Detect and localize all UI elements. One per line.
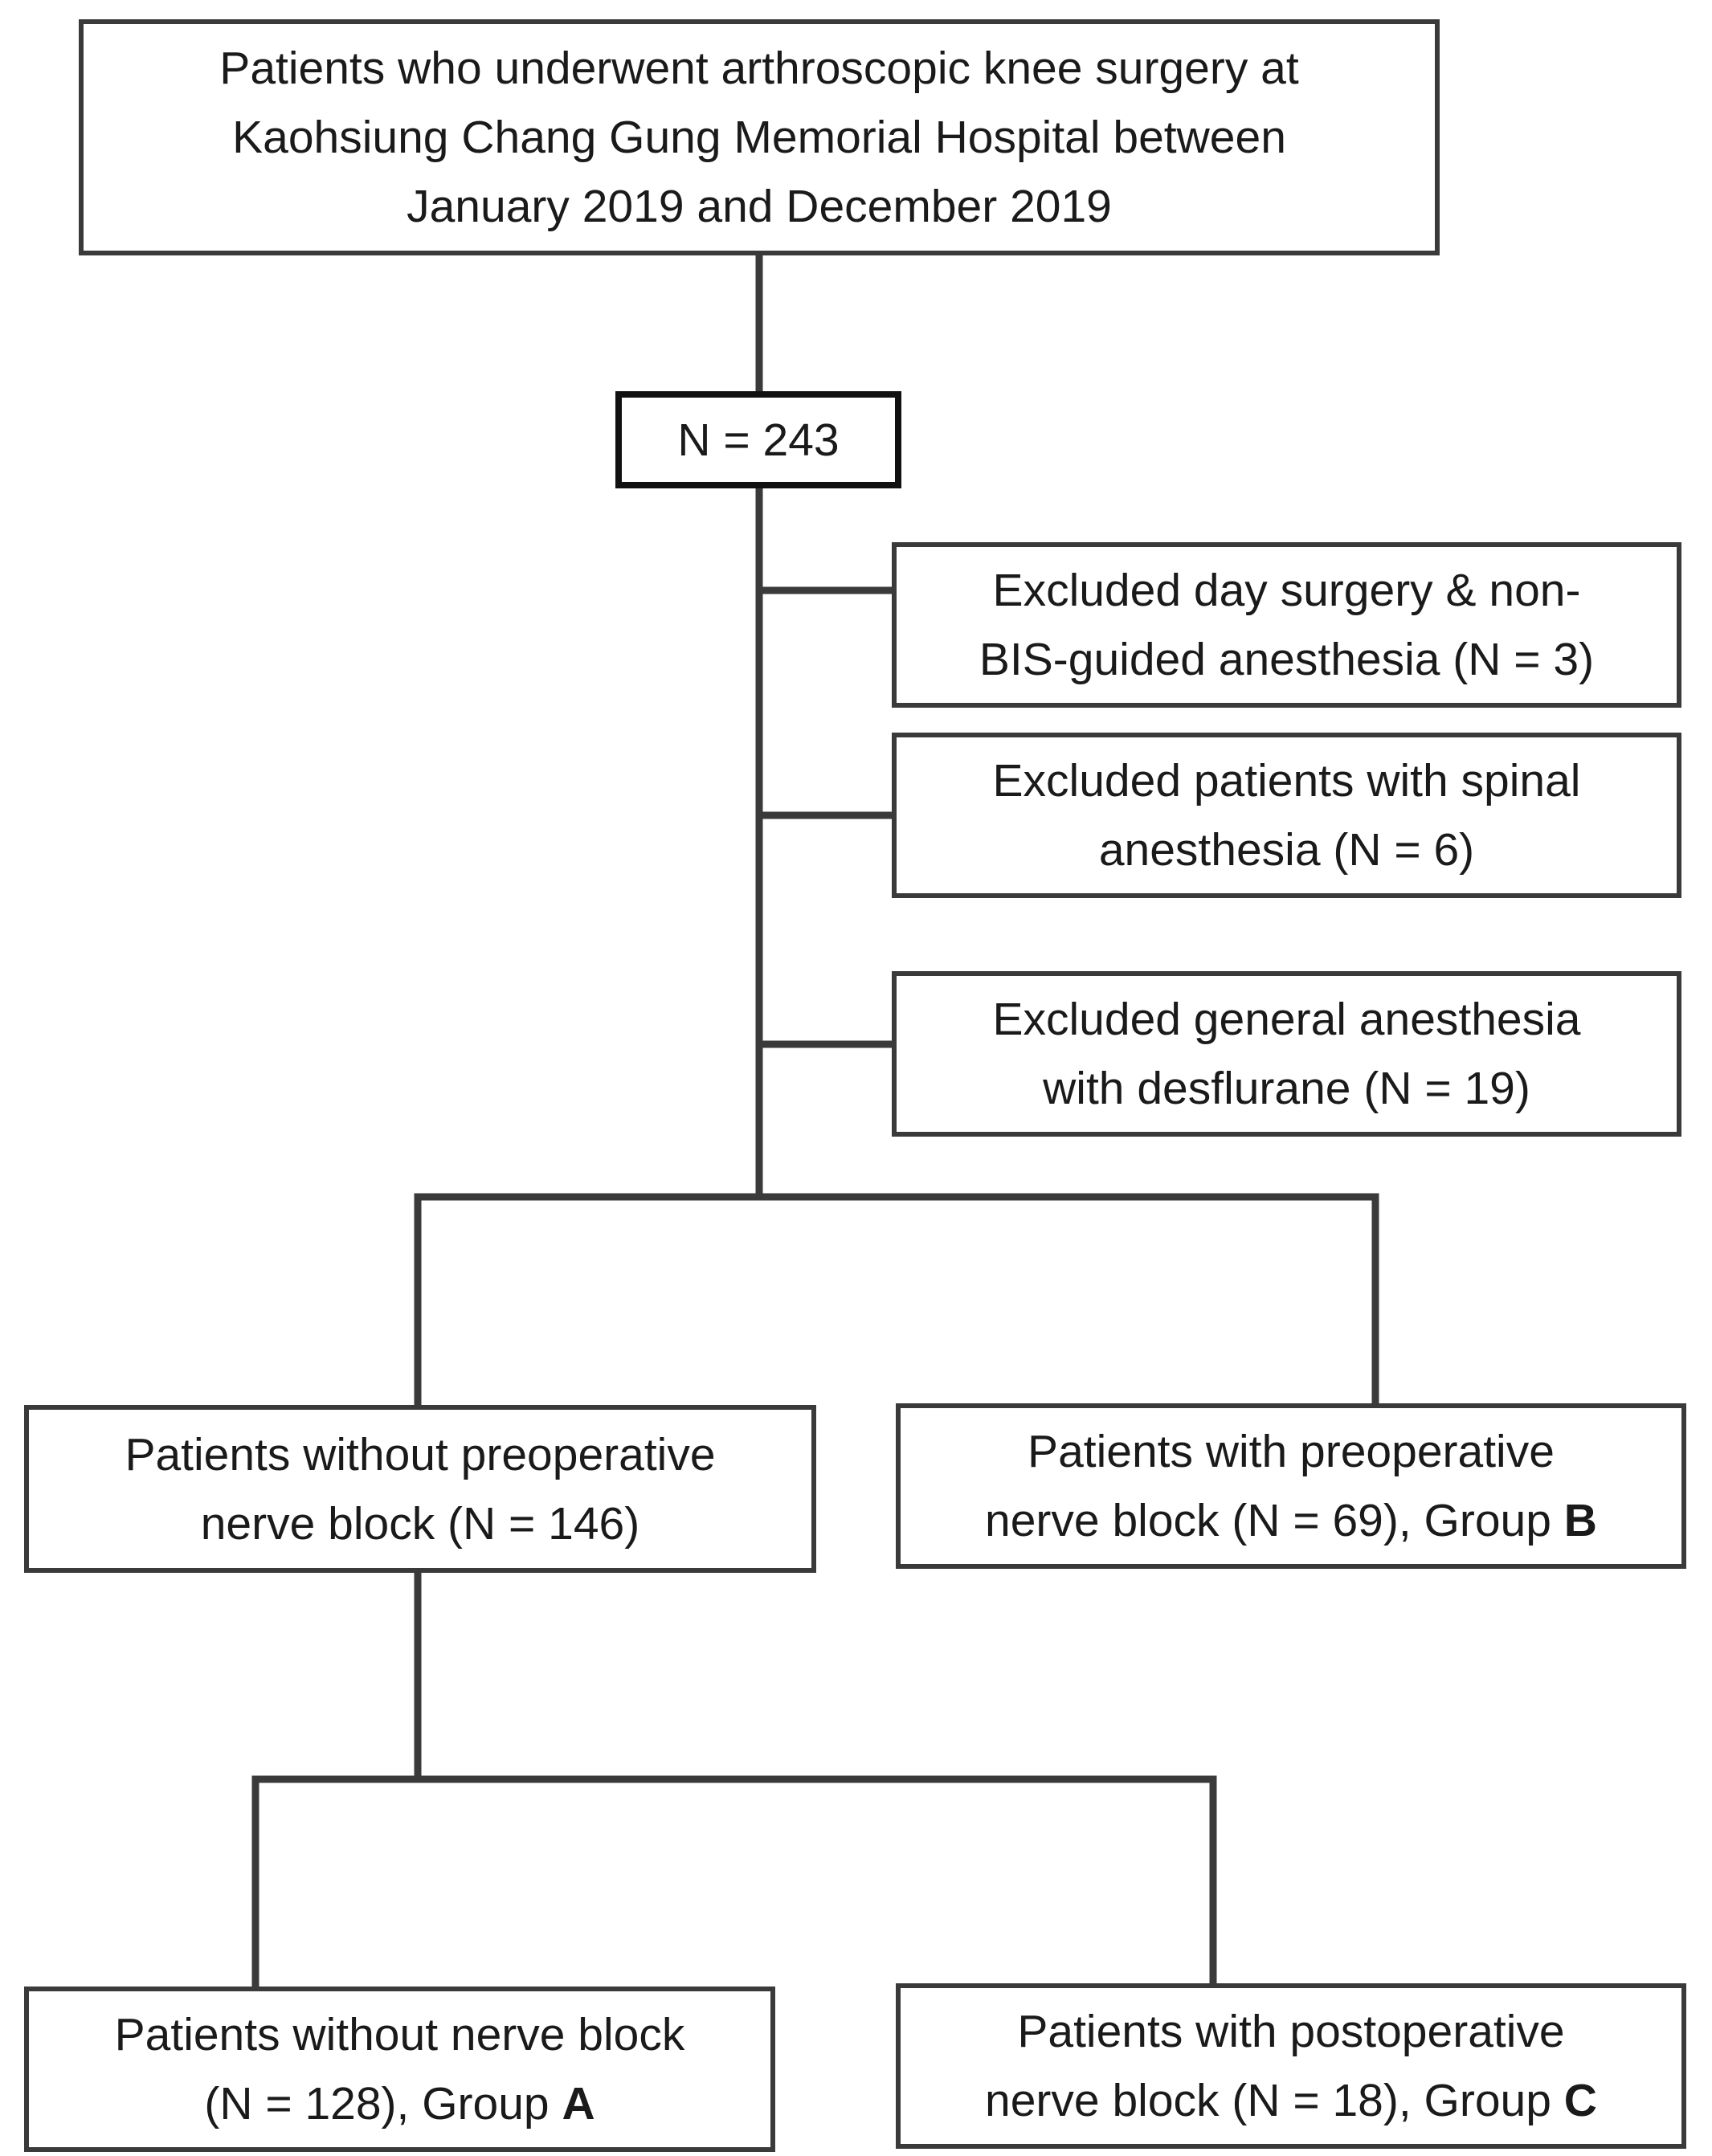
- source-line-1: Patients who underwent arthroscopic knee…: [219, 43, 1299, 94]
- exclusion-3-line-2: with desflurane (N = 19): [1043, 1063, 1530, 1114]
- without-preop-line-1: Patients without preoperative: [125, 1428, 716, 1480]
- source-population-box: Patients who underwent arthroscopic knee…: [79, 19, 1440, 255]
- total-count-box: N = 243: [615, 391, 901, 488]
- group-c-line-1: Patients with postoperative: [1017, 2006, 1565, 2057]
- exclusion-1-line-2: BIS-guided anesthesia (N = 3): [979, 634, 1595, 685]
- group-a-box: Patients without nerve block (N = 128), …: [24, 1987, 775, 2152]
- group-c-line-2: nerve block (N = 18), Group C: [985, 2066, 1597, 2135]
- without-preop-line-2: nerve block (N = 146): [200, 1497, 640, 1550]
- exclusion-3-line-1: Excluded general anesthesia: [992, 994, 1581, 1045]
- group-b-line-2-text: nerve block (N = 69), Group: [985, 1495, 1564, 1546]
- exclusion-box-desflurane: Excluded general anesthesia with desflur…: [892, 971, 1681, 1137]
- source-line-2: Kaohsiung Chang Gung Memorial Hospital b…: [232, 112, 1286, 163]
- without-preoperative-block-box: Patients without preoperative nerve bloc…: [24, 1405, 816, 1573]
- group-c-letter: C: [1563, 2075, 1597, 2126]
- group-b-box: Patients with preoperative nerve block (…: [896, 1403, 1686, 1569]
- group-a-line-1: Patients without nerve block: [114, 2009, 685, 2060]
- exclusion-2-line-2: anesthesia (N = 6): [1098, 824, 1475, 876]
- total-count-label: N = 243: [677, 414, 840, 466]
- exclusion-box-spinal-anesthesia: Excluded patients with spinal anesthesia…: [892, 733, 1681, 898]
- group-b-letter: B: [1563, 1495, 1597, 1546]
- group-a-line-2-text: (N = 128), Group: [204, 2078, 562, 2129]
- group-a-line-2: (N = 128), Group A: [115, 2069, 685, 2138]
- group-a-letter: A: [562, 2078, 595, 2129]
- group-c-box: Patients with postoperative nerve block …: [896, 1983, 1686, 2149]
- group-c-line-2-text: nerve block (N = 18), Group: [985, 2075, 1564, 2126]
- exclusion-box-day-surgery: Excluded day surgery & non- BIS-guided a…: [892, 542, 1681, 708]
- exclusion-2-line-1: Excluded patients with spinal: [992, 755, 1581, 806]
- group-b-line-2: nerve block (N = 69), Group B: [985, 1486, 1597, 1555]
- source-line-3: January 2019 and December 2019: [407, 181, 1112, 232]
- group-b-line-1: Patients with preoperative: [1028, 1426, 1555, 1477]
- exclusion-1-line-1: Excluded day surgery & non-: [992, 565, 1581, 616]
